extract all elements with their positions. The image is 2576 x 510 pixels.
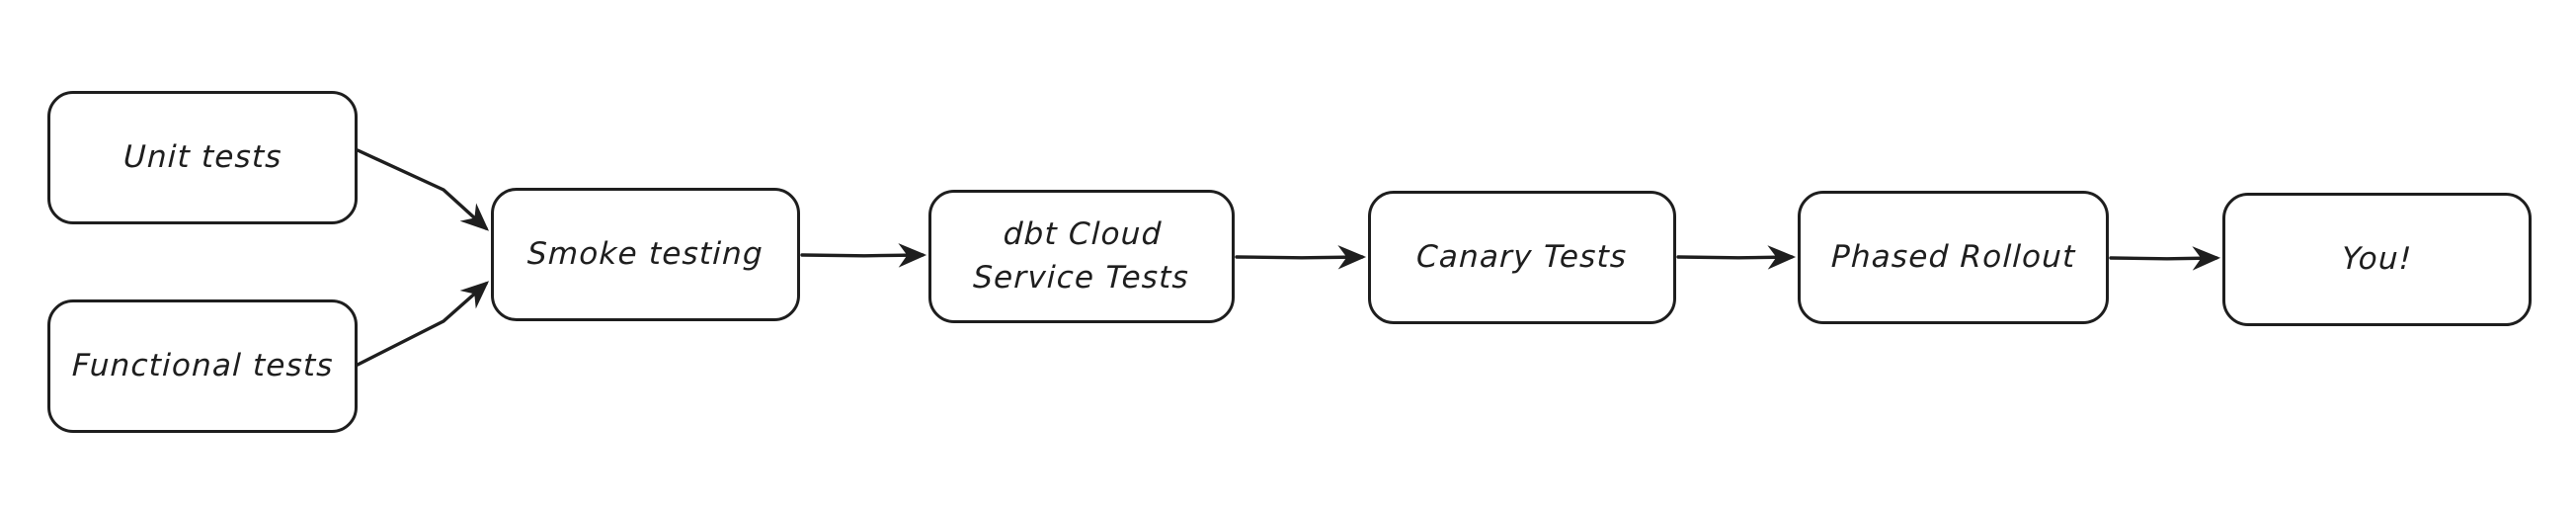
node-label-functional-tests: Functional tests: [71, 347, 334, 383]
node-phased-rollout[interactable]: Phased Rollout: [1798, 191, 2109, 324]
edge-canary-to-phased: [1676, 245, 1797, 270]
node-label-dbt-cloud-service-tests: dbt Cloud Service Tests: [972, 216, 1190, 297]
node-functional-tests[interactable]: Functional tests: [47, 299, 358, 433]
edge-dbt-to-canary: [1235, 245, 1367, 270]
edge-unit-to-smoke: [356, 148, 490, 231]
node-label-phased-rollout: Phased Rollout: [1830, 238, 2076, 275]
node-label-smoke-testing: Smoke testing: [526, 235, 765, 272]
node-dbt-cloud-service-tests[interactable]: dbt Cloud Service Tests: [928, 190, 1235, 323]
node-canary-tests[interactable]: Canary Tests: [1368, 191, 1676, 324]
node-unit-tests[interactable]: Unit tests: [47, 91, 358, 224]
node-you[interactable]: You!: [2222, 193, 2532, 326]
edge-phased-to-you: [2109, 246, 2221, 271]
edge-functional-to-smoke: [356, 281, 490, 367]
edge-smoke-to-dbt: [800, 243, 927, 268]
node-smoke-testing[interactable]: Smoke testing: [491, 188, 800, 321]
node-label-you: You!: [2341, 240, 2413, 277]
node-label-unit-tests: Unit tests: [122, 138, 282, 175]
node-label-canary-tests: Canary Tests: [1415, 238, 1629, 275]
